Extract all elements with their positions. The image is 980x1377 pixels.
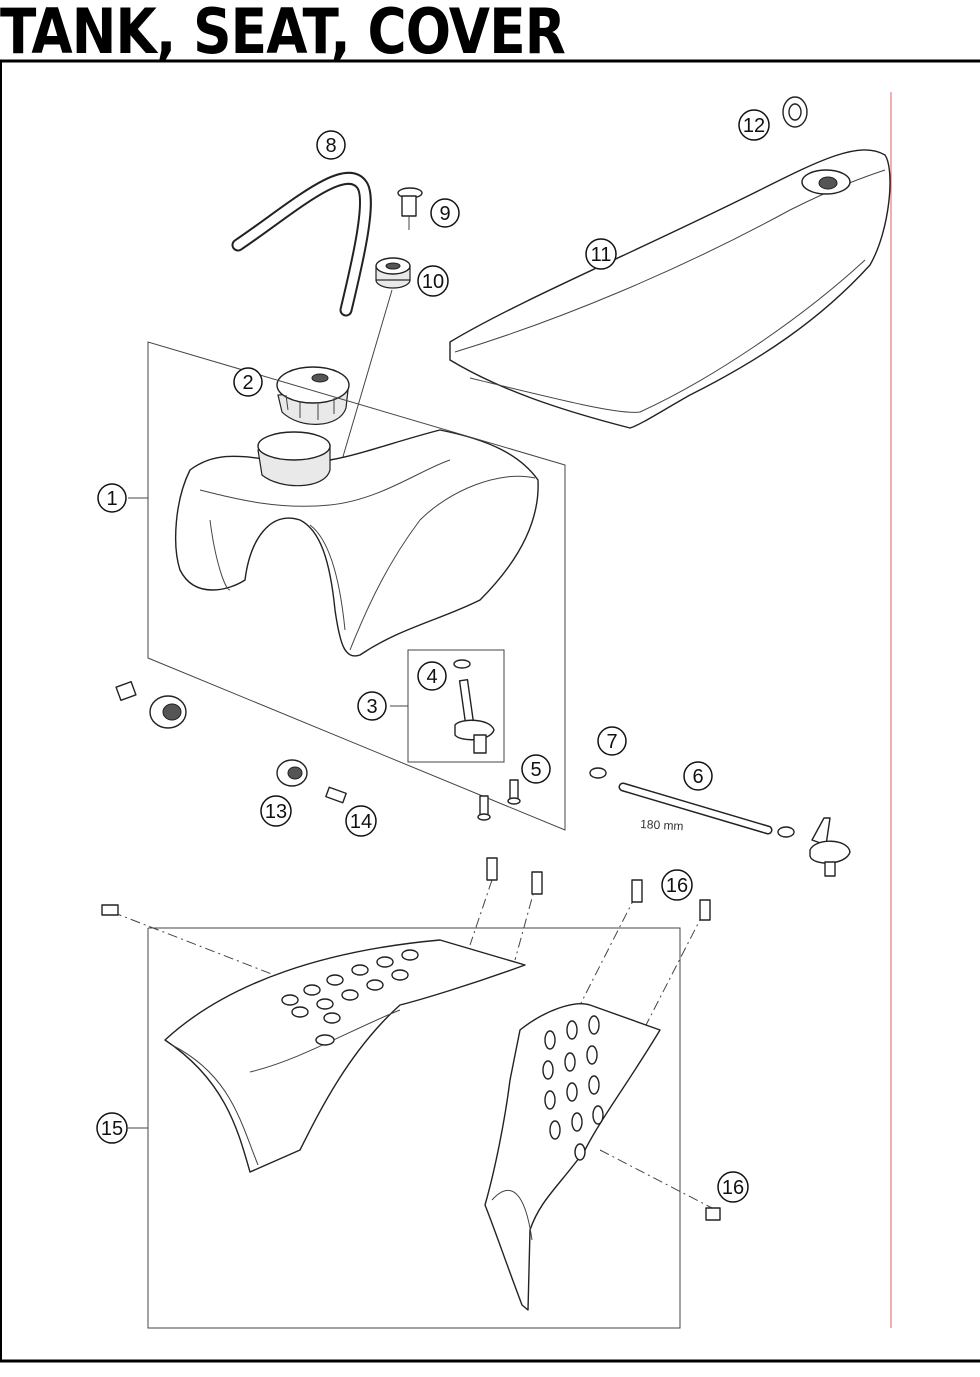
fuel-cap-part bbox=[276, 366, 350, 425]
shroud-screws bbox=[101, 857, 721, 1221]
hose-part bbox=[231, 171, 372, 317]
callout-2: 2 bbox=[233, 367, 263, 397]
vent-valve-part bbox=[397, 187, 423, 230]
seat-part bbox=[449, 149, 891, 429]
svg-text:2: 2 bbox=[242, 372, 253, 394]
callout-11: 11 bbox=[585, 238, 617, 270]
callout-5: 5 bbox=[521, 754, 551, 784]
grommet-part bbox=[375, 257, 411, 289]
svg-text:1: 1 bbox=[106, 488, 117, 510]
svg-text:8: 8 bbox=[325, 135, 336, 157]
svg-text:16: 16 bbox=[666, 875, 688, 897]
callout-14: 14 bbox=[345, 805, 377, 837]
seat-clip-part bbox=[782, 96, 808, 128]
svg-text:13: 13 bbox=[265, 801, 287, 823]
svg-text:4: 4 bbox=[426, 666, 437, 688]
svg-text:12: 12 bbox=[743, 115, 765, 137]
callout-16-lower: 16 bbox=[717, 1171, 749, 1203]
callout-13: 13 bbox=[260, 795, 292, 827]
svg-text:6: 6 bbox=[692, 766, 703, 788]
callout-8: 8 bbox=[316, 130, 346, 160]
callout-3: 3 bbox=[357, 691, 387, 721]
callout-16-upper: 16 bbox=[661, 869, 693, 901]
callout-6: 6 bbox=[683, 761, 713, 791]
damper-part bbox=[276, 759, 308, 787]
svg-text:14: 14 bbox=[350, 811, 372, 833]
svg-text:16: 16 bbox=[722, 1177, 744, 1199]
fuel-tap-part bbox=[453, 659, 495, 754]
svg-text:7: 7 bbox=[606, 731, 617, 753]
rubber-mount-part bbox=[115, 680, 187, 729]
svg-text:3: 3 bbox=[366, 696, 377, 718]
fuel-tank-part bbox=[174, 429, 539, 657]
svg-text:5: 5 bbox=[530, 759, 541, 781]
svg-text:9: 9 bbox=[439, 203, 450, 225]
dimension-label: 180 mm bbox=[640, 817, 684, 833]
svg-text:15: 15 bbox=[101, 1118, 123, 1140]
callout-10: 10 bbox=[417, 265, 449, 297]
callout-15: 15 bbox=[96, 1112, 128, 1144]
screw-part bbox=[477, 779, 521, 821]
callout-7: 7 bbox=[597, 726, 627, 756]
callout-1: 1 bbox=[97, 483, 127, 513]
svg-text:10: 10 bbox=[422, 271, 444, 293]
fuel-hose-part bbox=[589, 767, 851, 877]
svg-text:11: 11 bbox=[591, 244, 612, 266]
callout-12: 12 bbox=[738, 109, 770, 141]
bolt-part bbox=[325, 786, 347, 804]
callout-4: 4 bbox=[417, 661, 447, 691]
page-title: TANK, SEAT, COVER bbox=[0, 0, 566, 68]
left-shroud-part bbox=[164, 939, 526, 1173]
callout-9: 9 bbox=[430, 198, 460, 228]
right-shroud-part bbox=[484, 1003, 661, 1311]
